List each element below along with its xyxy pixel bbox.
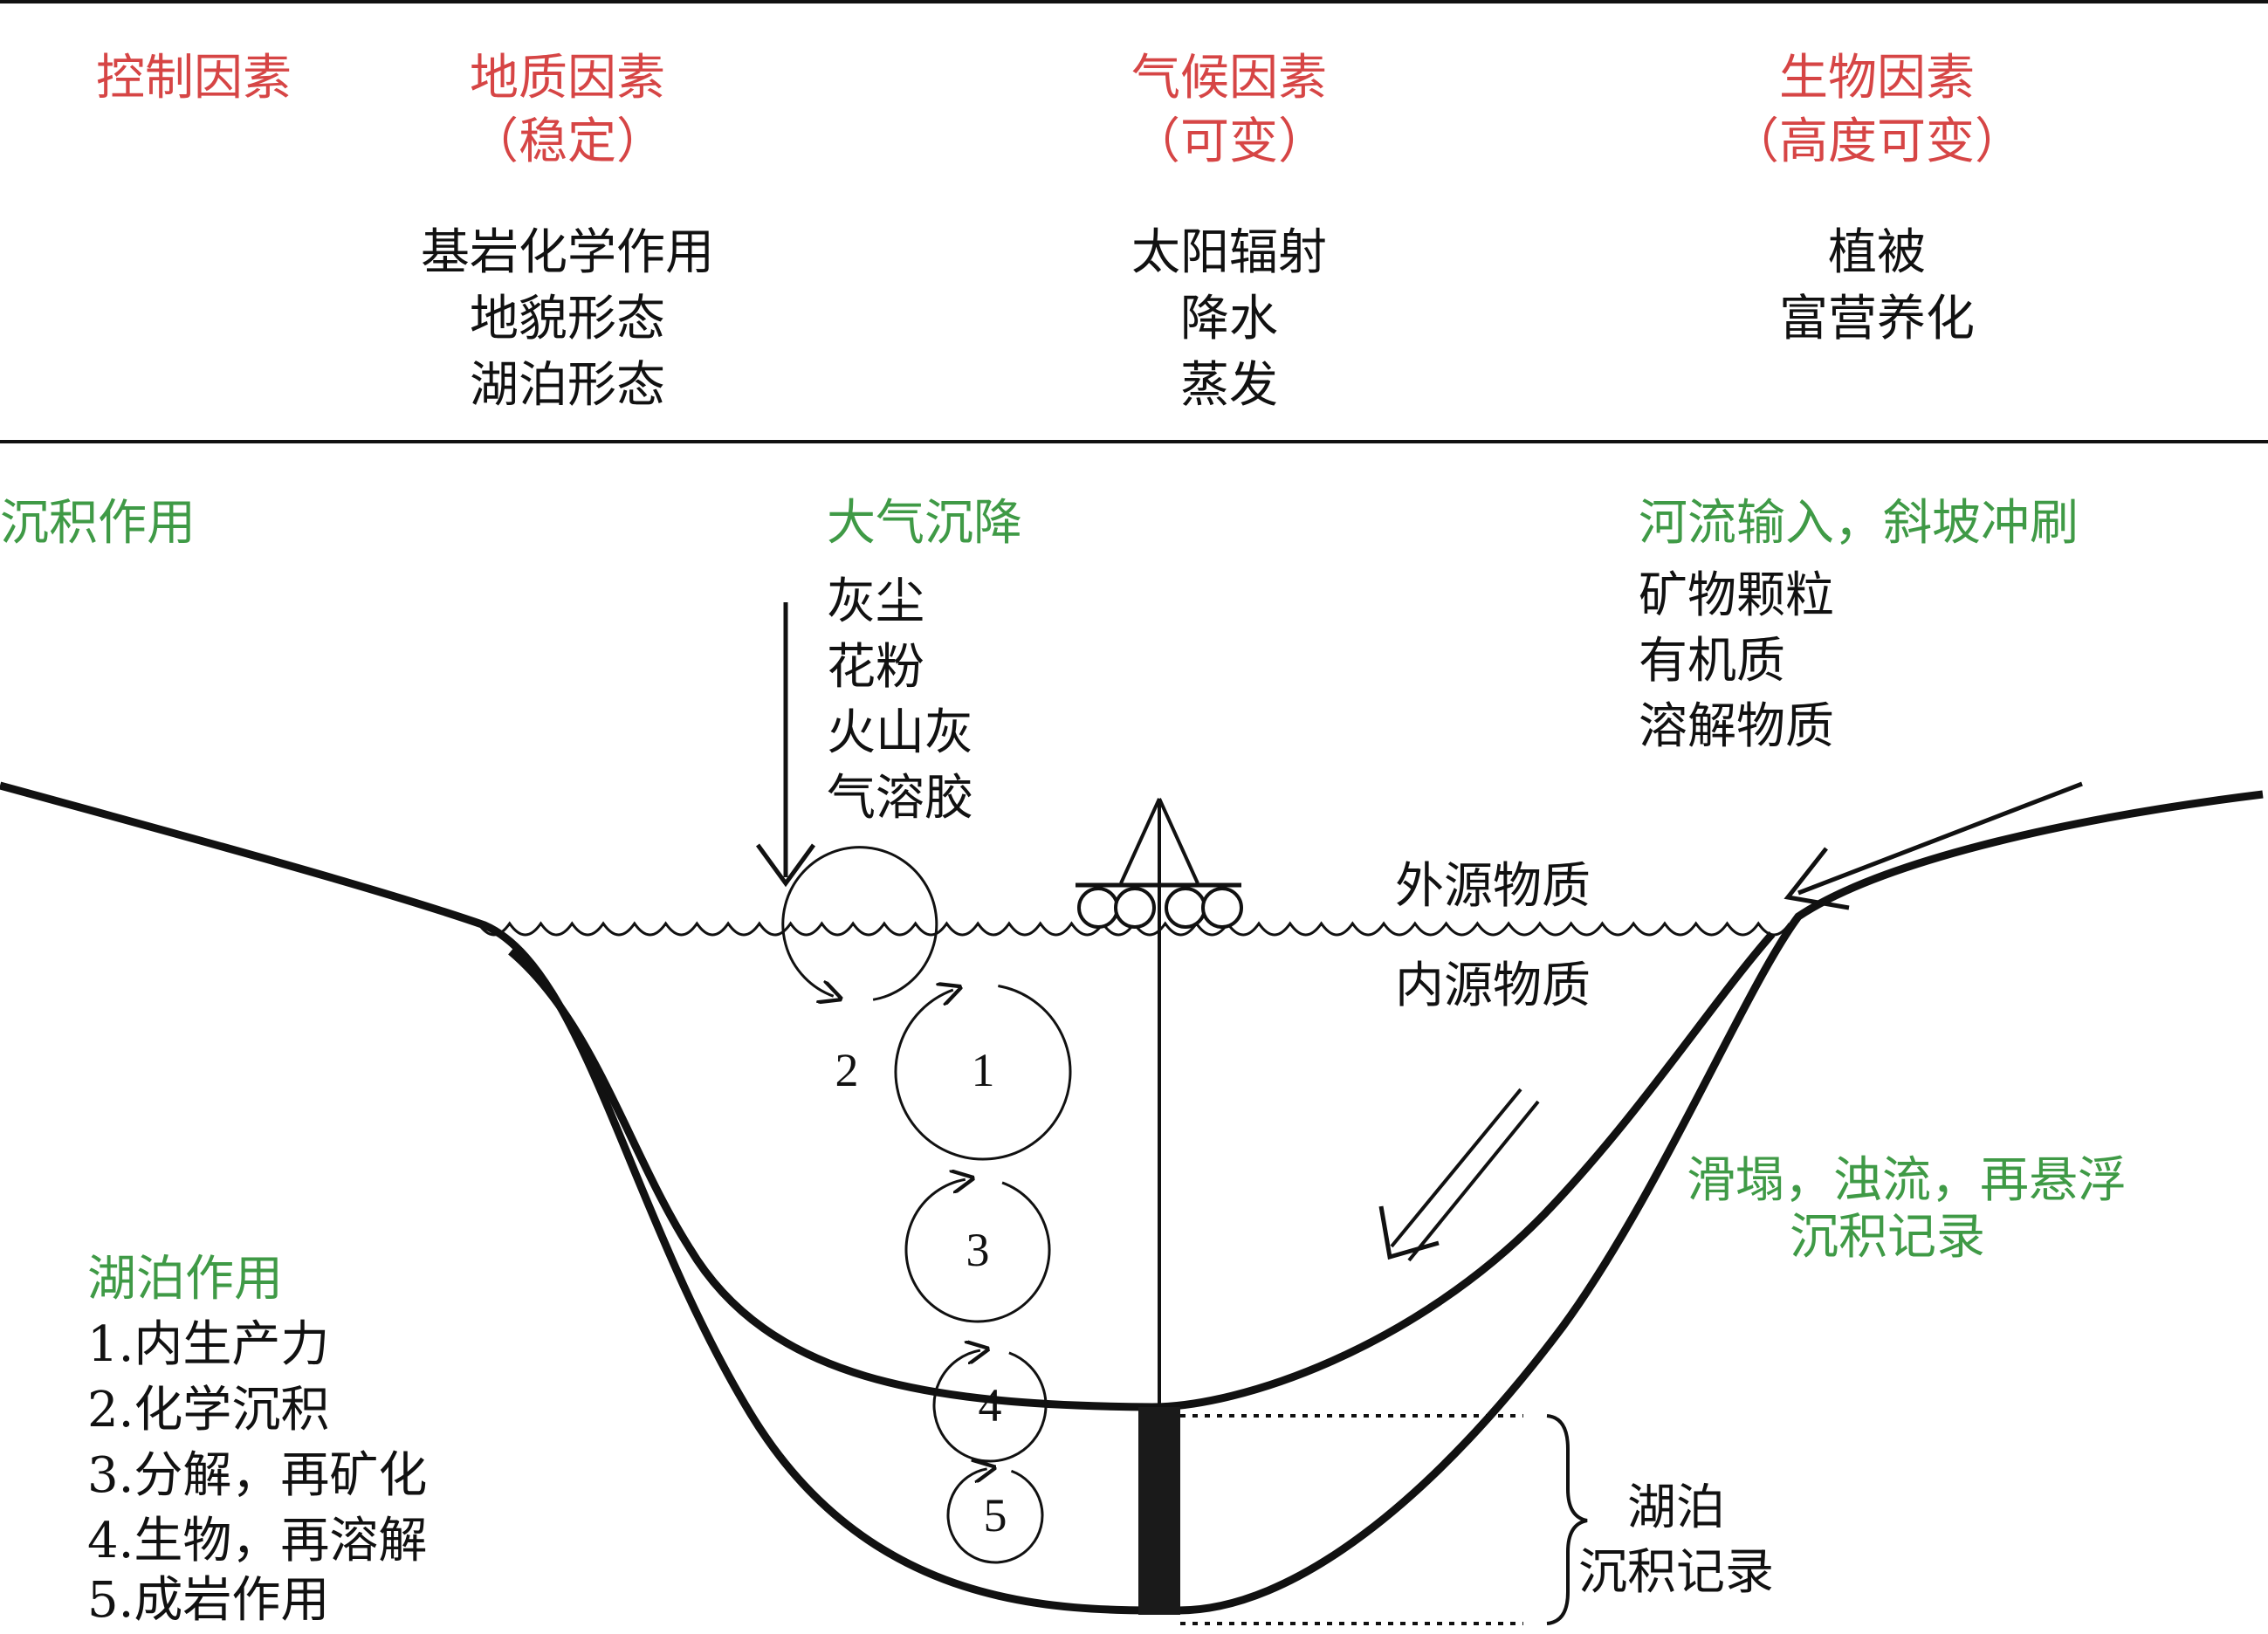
- river-item: 矿物颗粒: [1639, 567, 1834, 624]
- process-item: 3.分解，再矿化: [87, 1447, 428, 1504]
- river-input-title: 河流输入，斜坡冲刷: [1639, 495, 2079, 552]
- slump-label: 滑塌，浊流，再悬浮: [1687, 1152, 2127, 1209]
- cycle-1-arrow: [894, 986, 1072, 1161]
- geology-item: 湖泊形态: [470, 357, 665, 414]
- cycle-number: 5: [983, 1489, 1007, 1541]
- cycle-number: 1: [971, 1044, 995, 1096]
- climate-item: 降水: [1180, 291, 1278, 347]
- geology-item: 地貌形态: [470, 291, 665, 347]
- biology-item: 植被: [1828, 224, 1926, 281]
- sedimentation-label: 沉积作用: [0, 495, 196, 552]
- coring-raft: [1076, 798, 1243, 1407]
- sediment-core: [1138, 1407, 1180, 1615]
- lake-record-label: 湖泊: [1627, 1480, 1725, 1536]
- atmospheric-item: 灰尘: [827, 573, 924, 630]
- atmospheric-deposition-arrow: [755, 602, 816, 888]
- record-brace: [1546, 1414, 1588, 1625]
- lake-record-label-2: 沉积记录: [1578, 1544, 1774, 1601]
- process-item: 1.内生产力: [87, 1316, 330, 1373]
- climate-item: 太阳辐射: [1131, 224, 1327, 281]
- climate-title: 气候因素: [1131, 50, 1327, 106]
- control-factors-label: 控制因素: [96, 50, 292, 106]
- river-item: 有机质: [1639, 633, 1785, 690]
- cycle-number: 2: [835, 1044, 859, 1096]
- autochthonous-label: 内源物质: [1395, 958, 1591, 1014]
- climate-note: （可变）: [1131, 113, 1327, 170]
- geology-item: 基岩化学作用: [421, 224, 714, 281]
- cycle-5-arrow: [946, 1469, 1044, 1564]
- geology-title: 地质因素: [470, 50, 665, 106]
- climate-item: 蒸发: [1180, 357, 1278, 414]
- atmospheric-deposition-title: 大气沉降: [827, 495, 1022, 552]
- biology-item: 富营养化: [1779, 291, 1975, 347]
- biology-title: 生物因素: [1779, 50, 1975, 106]
- atmospheric-item: 火山灰: [827, 704, 973, 761]
- process-item: 4.生物，再溶解: [87, 1513, 428, 1569]
- allochthonous-label: 外源物质: [1395, 858, 1591, 915]
- cycle-2-arrow: [781, 846, 938, 1000]
- cycle-3-arrow: [904, 1179, 1051, 1323]
- atmospheric-item: 花粉: [827, 639, 924, 696]
- cycle-number: 3: [966, 1224, 990, 1276]
- cycle-number: 4: [978, 1379, 1002, 1431]
- slump-record-label: 沉积记录: [1790, 1209, 1985, 1266]
- basin-sediment-surface: [508, 931, 1776, 1411]
- river-input-arrow: [1783, 781, 2083, 910]
- process-item: 5.成岩作用: [87, 1572, 330, 1629]
- process-cycles: [781, 846, 1072, 1564]
- geology-note: （稳定）: [470, 113, 665, 170]
- biology-note: （高度可变）: [1730, 113, 2024, 170]
- lake-processes-title: 湖泊作用: [87, 1251, 283, 1308]
- slump-flow-arrow: [1378, 1088, 1540, 1262]
- process-item: 2.化学沉积: [87, 1382, 330, 1438]
- river-item: 溶解物质: [1639, 698, 1834, 755]
- atmospheric-item: 气溶胶: [827, 770, 973, 827]
